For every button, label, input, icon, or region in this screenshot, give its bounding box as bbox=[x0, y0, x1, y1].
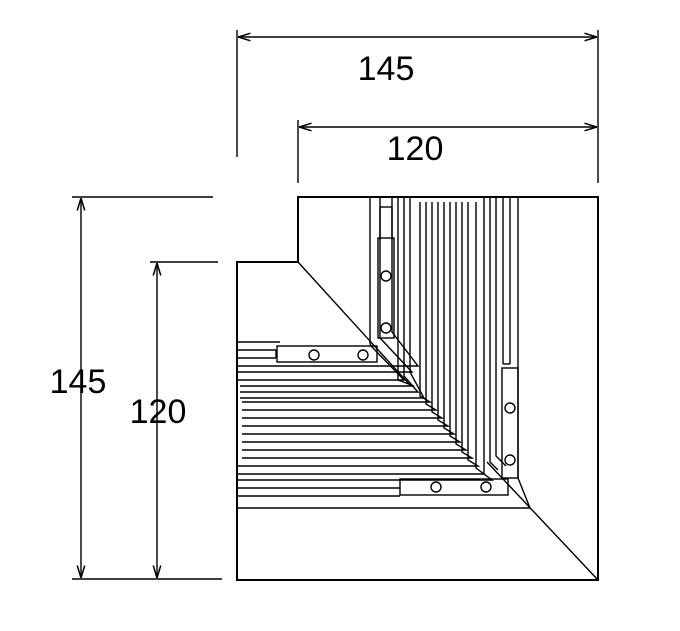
screw-hole bbox=[430, 481, 442, 493]
connector-plate-horizontal bbox=[276, 345, 378, 363]
dimension-label-left-145: 145 bbox=[50, 363, 107, 401]
channel-line bbox=[242, 202, 469, 451]
channel-line bbox=[237, 197, 420, 367]
channel-line bbox=[240, 197, 426, 399]
channel-line bbox=[237, 197, 414, 373]
channel-line bbox=[495, 197, 507, 467]
screw-hole bbox=[504, 402, 516, 414]
corner-profile bbox=[236, 196, 599, 581]
channel-line bbox=[240, 197, 415, 387]
screw-hole bbox=[308, 349, 320, 361]
screw-hole bbox=[357, 349, 369, 361]
dimension-top-outer: 145 bbox=[236, 30, 599, 183]
channel-line bbox=[238, 202, 487, 475]
screw-hole bbox=[380, 270, 392, 282]
connector-plate bbox=[276, 345, 378, 363]
screw-hole bbox=[380, 322, 392, 334]
channel-line bbox=[240, 197, 420, 393]
connector-plate-horizontal-outer bbox=[399, 478, 509, 496]
dimension-top-inner: 120 bbox=[297, 120, 597, 183]
dimension-label-top-120: 120 bbox=[387, 130, 444, 168]
channel-line bbox=[242, 202, 475, 459]
connector-plate bbox=[377, 237, 395, 339]
channel-line bbox=[489, 197, 499, 471]
screw-hole bbox=[480, 481, 492, 493]
channel-edge-outer bbox=[237, 197, 532, 509]
connector-plate-vertical-outer bbox=[501, 367, 519, 479]
connector-plate bbox=[501, 367, 519, 479]
connector-plate bbox=[399, 478, 509, 496]
channel-line bbox=[238, 197, 495, 481]
channel-line bbox=[242, 202, 433, 403]
channel-line bbox=[242, 202, 463, 443]
mitre-line-inner bbox=[297, 261, 411, 386]
channel-line bbox=[238, 202, 481, 467]
channel-line bbox=[242, 202, 457, 435]
channel-line bbox=[242, 202, 439, 411]
connector-plate-vertical bbox=[377, 237, 395, 339]
screw-hole bbox=[504, 454, 516, 466]
dimension-label-left-120: 120 bbox=[130, 393, 187, 431]
channel-edge bbox=[237, 197, 406, 381]
mitre-line-outer bbox=[486, 461, 599, 581]
channel-lines bbox=[237, 197, 532, 509]
channel-line bbox=[242, 202, 451, 427]
channel-line bbox=[242, 202, 445, 419]
dimension-left-inner: 120 bbox=[130, 261, 218, 578]
dimension-left-outer: 145 bbox=[50, 196, 222, 580]
dimension-label-top-145: 145 bbox=[358, 50, 415, 88]
